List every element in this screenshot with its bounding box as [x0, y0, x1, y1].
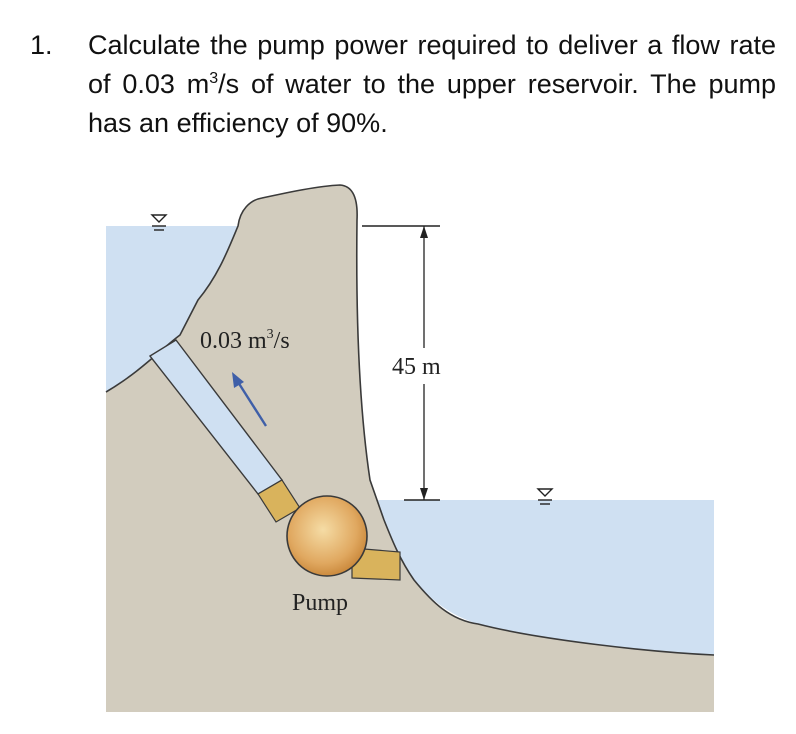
upper-reservoir-water: [106, 226, 238, 392]
upper-shoreline-outline: [105, 184, 385, 521]
lower-water-level-icon: [536, 488, 554, 505]
pump-body: [286, 495, 368, 577]
flow-rate-main: 0.03 m: [200, 328, 267, 354]
flow-rate-sup: 3: [267, 327, 274, 342]
rock-terrain: [106, 185, 714, 712]
upper-water-level-icon: [150, 214, 168, 231]
problem-text: Calculate the pump power required to del…: [88, 26, 776, 143]
flow-arrow: [236, 381, 268, 427]
lower-shoreline-outline: [383, 519, 715, 656]
flow-rate-unit: /s: [274, 328, 290, 354]
problem-text-part2: /s of water to the upper reservoir. The …: [88, 69, 776, 138]
pump-label: Pump: [292, 590, 348, 616]
flow-rate-label: 0.03 m3/s: [200, 327, 290, 354]
height-arrow-top: [420, 226, 428, 238]
height-label: 45 m: [392, 354, 441, 380]
problem-number: 1.: [30, 30, 53, 60]
height-arrow-bottom: [420, 488, 428, 500]
flow-arrowhead: [232, 372, 244, 388]
problem-text-superscript: 3: [209, 70, 219, 87]
problem-text-part1: Calculate the pump power required to del…: [88, 30, 776, 99]
lower-reservoir-water: [378, 500, 714, 655]
